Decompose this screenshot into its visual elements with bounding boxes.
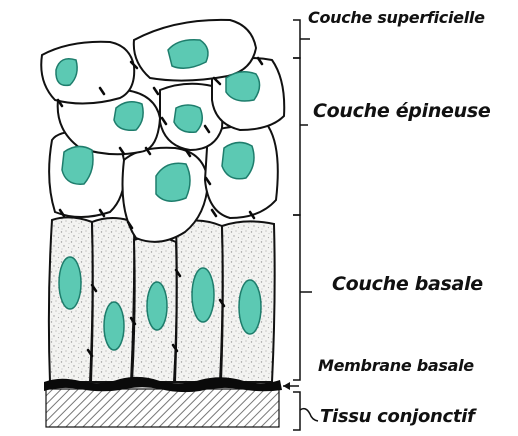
nucleus bbox=[114, 102, 143, 131]
label-connective-tissue: Tissu conjonctif bbox=[320, 406, 475, 427]
bracket-connective bbox=[293, 392, 300, 430]
nucleus bbox=[192, 268, 214, 322]
nucleus bbox=[62, 146, 93, 184]
connective-leader bbox=[300, 409, 318, 421]
bracket-superficial bbox=[293, 20, 300, 58]
superficial-cell-1 bbox=[41, 42, 134, 104]
nucleus bbox=[147, 282, 167, 330]
label-basement-membrane: Membrane basale bbox=[318, 356, 474, 375]
label-spinous-layer: Couche épineuse bbox=[313, 100, 490, 122]
basal-cell-2 bbox=[91, 218, 134, 382]
bracket-basal bbox=[293, 215, 300, 380]
nucleus bbox=[239, 280, 261, 334]
nucleus bbox=[222, 142, 254, 178]
bracket-spinous bbox=[293, 58, 300, 215]
nucleus bbox=[104, 302, 124, 350]
membrane-arrow-icon bbox=[283, 382, 290, 390]
label-basal-layer: Couche basale bbox=[332, 273, 483, 295]
layer-brackets bbox=[283, 20, 318, 430]
nucleus bbox=[226, 72, 260, 101]
nucleus bbox=[59, 257, 81, 309]
connective-tissue-block bbox=[46, 389, 279, 427]
nucleus bbox=[174, 105, 202, 132]
nucleus bbox=[168, 40, 208, 69]
label-superficial-layer: Couche superficielle bbox=[308, 8, 485, 27]
nucleus bbox=[156, 163, 190, 201]
